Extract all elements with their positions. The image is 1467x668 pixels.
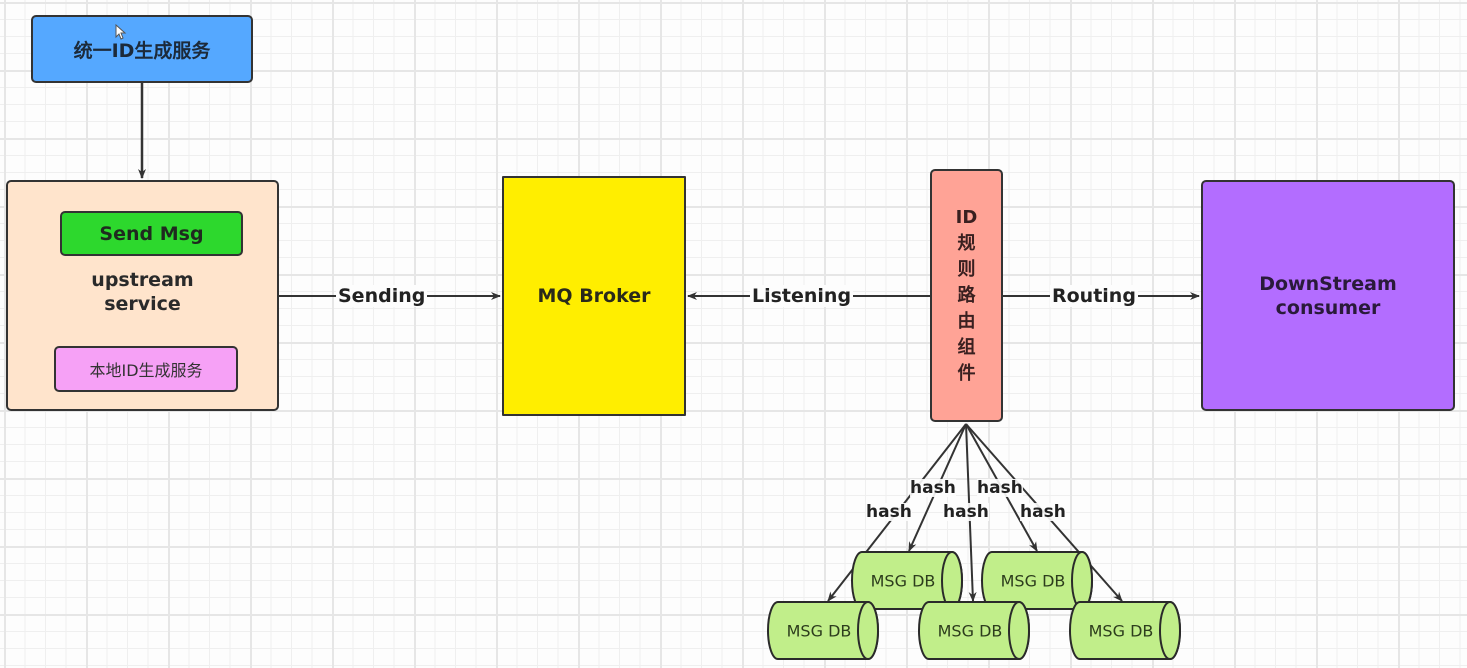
msg-db-label: MSG DB [1001, 572, 1066, 591]
send-msg-label: Send Msg [99, 222, 204, 245]
msg-db-label: MSG DB [787, 622, 852, 641]
downstream-consumer-node[interactable]: DownStream consumer [1201, 180, 1455, 411]
local-id-service-label: 本地ID生成服务 [89, 361, 203, 380]
id-router-char: 件 [957, 362, 976, 384]
local-id-service-node[interactable]: 本地ID生成服务 [54, 346, 238, 392]
msg-db-cap [857, 601, 879, 660]
edge-label-sending: Sending [336, 285, 428, 307]
id-router-char: ID [955, 206, 978, 228]
msg-db-cylinder[interactable]: MSG DB [981, 551, 1093, 610]
msg-db-cap [1071, 551, 1093, 610]
msg-db-cap [941, 551, 963, 610]
upstream-label-line1: upstream [91, 269, 194, 291]
mq-broker-node[interactable]: MQ Broker [502, 176, 686, 416]
upstream-label-line2: service [104, 293, 181, 315]
edge-label-hash-1: hash [866, 502, 912, 522]
upstream-service-label: upstream service [6, 268, 279, 316]
downstream-label-line2: consumer [1275, 296, 1381, 319]
id-router-char: 规 [957, 232, 976, 254]
msg-db-label: MSG DB [938, 622, 1003, 641]
edge-label-listening: Listening [750, 285, 854, 307]
id-router-char: 由 [957, 310, 976, 332]
msg-db-cylinder[interactable]: MSG DB [1069, 601, 1181, 660]
edge-label-hash-4: hash [977, 478, 1023, 498]
msg-db-label: MSG DB [871, 572, 936, 591]
msg-db-cap [1159, 601, 1181, 660]
edge-label-hash-5: hash [1020, 502, 1066, 522]
msg-db-label: MSG DB [1089, 622, 1154, 641]
msg-db-cap [1008, 601, 1030, 660]
edge-label-hash-3: hash [943, 502, 989, 522]
mq-broker-label: MQ Broker [537, 285, 651, 307]
msg-db-cylinder[interactable]: MSG DB [767, 601, 879, 660]
msg-db-cylinder[interactable]: MSG DB [851, 551, 963, 610]
id-router-char: 路 [957, 284, 976, 306]
id-router-char: 则 [957, 258, 976, 280]
edge-label-hash-2: hash [910, 478, 956, 498]
unified-id-service-label: 统一ID生成服务 [73, 39, 211, 62]
edge-label-routing: Routing [1050, 285, 1138, 307]
msg-db-cylinder[interactable]: MSG DB [918, 601, 1030, 660]
mouse-cursor-icon [115, 24, 127, 40]
id-router-char: 组 [957, 336, 976, 358]
send-msg-node[interactable]: Send Msg [60, 211, 243, 256]
unified-id-service-node[interactable]: 统一ID生成服务 [31, 15, 253, 83]
downstream-label-line1: DownStream [1259, 272, 1397, 295]
id-router-node[interactable]: ID 规 则 路 由 组 件 [930, 169, 1003, 422]
